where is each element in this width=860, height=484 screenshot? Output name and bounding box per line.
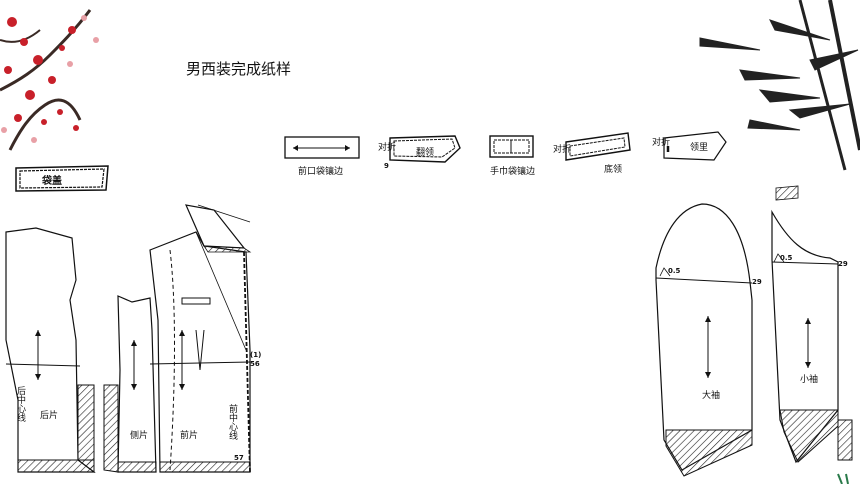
top-sleeve-ease: 0.5 [668,267,681,275]
top-sleeve-cap: 29 [752,278,762,286]
back-center-line-label: 后中心线 [15,386,26,422]
page-title: 男西装完成纸样 [186,60,292,78]
front-piece-pattern: 前片 前中心线 (1) 56 57 [149,204,261,473]
back-piece-label: 后片 [40,409,58,421]
under-collar-pattern: 对折 9 翻领 [378,135,461,170]
pocket-flap-pattern: 袋盖 [15,165,109,192]
handkerchief-pocket-welt-label: 手巾袋镶边 [490,165,535,177]
fold-label-1: 对折 [378,141,396,153]
svg-text:前中心线: 前中心线 [227,403,238,440]
handkerchief-pocket-welt-pattern: 手巾袋镶边 [489,135,535,177]
corner-decoration [837,473,849,484]
under-collar-label: 翻领 [416,146,434,158]
front-pocket-welt-pattern: 前口袋镶边 [284,136,360,177]
collar-value: 9 [384,162,389,170]
side-piece-pattern: 侧片 [103,295,157,473]
front-center-line-label: 前中心线 [227,403,238,440]
top-sleeve-label: 大袖 [702,389,720,401]
plum-blossom-decoration [0,9,99,151]
back-piece-pattern: 后中心线 后片 [5,227,96,473]
collar-interlining-label: 领里 [690,141,708,153]
front-pocket-welt-label: 前口袋镶边 [298,165,343,177]
pocket-flap-label: 袋盖 [41,174,62,187]
fold-label-2: 对折 [553,143,571,155]
side-piece-label: 侧片 [130,429,148,441]
top-sleeve-pattern: 0.5 29 大袖 [655,203,762,477]
front-piece-label: 前片 [180,429,198,441]
collar-stand-pattern: 对折 底领 [553,132,631,175]
collar-interlining-pattern: 对折 领里 [652,131,727,161]
front-edge-value: 56 [250,360,260,368]
fold-label-3: 对折 [652,136,670,148]
under-sleeve-cap: 29 [838,260,848,268]
under-sleeve-label: 小袖 [800,373,818,385]
under-sleeve-pattern: 0.5 29 小袖 [771,185,853,464]
bamboo-decoration [699,0,860,171]
front-edge-measure: (1) [250,351,261,359]
svg-text:后中心线: 后中心线 [15,386,26,422]
collar-stand-label: 底领 [604,163,622,175]
under-sleeve-ease: 0.5 [780,254,793,262]
hem-value: 57 [234,454,244,462]
